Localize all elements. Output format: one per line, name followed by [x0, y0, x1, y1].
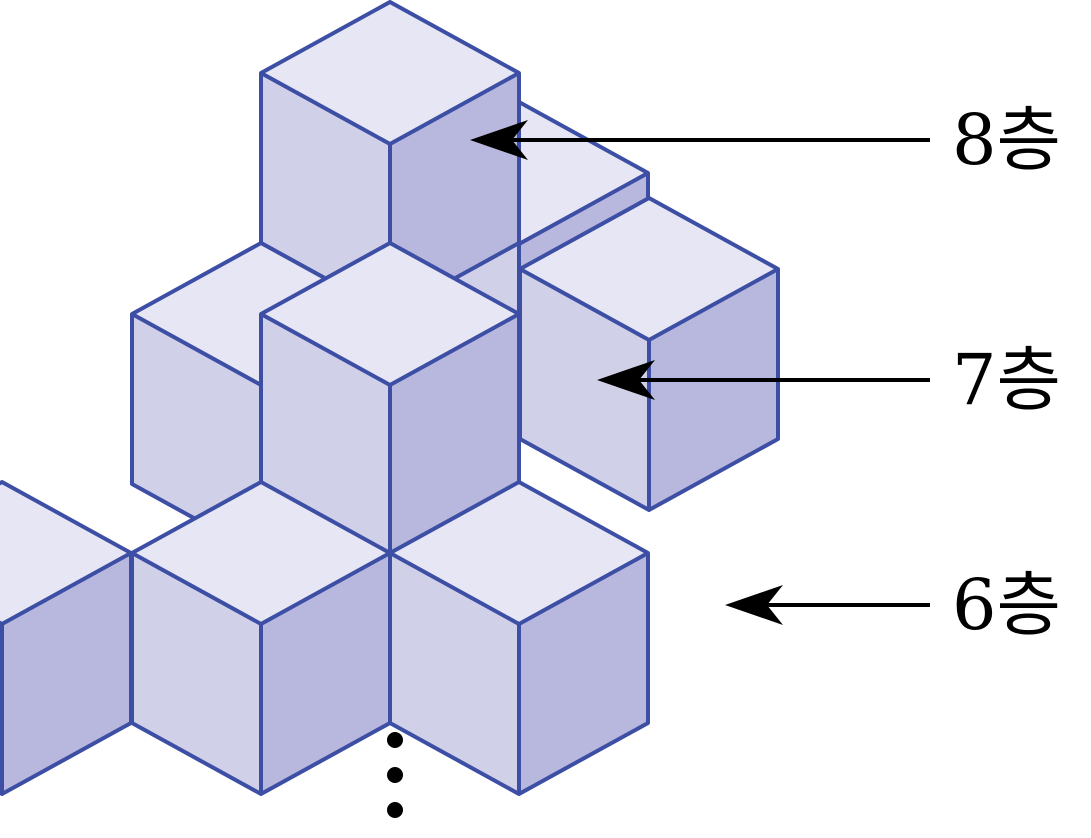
layer-label-6: 6층 — [952, 564, 1061, 646]
arrow-head — [597, 360, 655, 400]
layer-label-8: 8층 — [952, 99, 1061, 181]
dot — [387, 732, 403, 748]
cube — [388, 480, 650, 796]
layer-annotation-6: 6층 — [725, 564, 1061, 646]
dot — [387, 802, 403, 818]
cube-right-face — [261, 553, 390, 794]
arrow-head — [725, 585, 783, 625]
cube-right-face — [2, 553, 131, 794]
dot — [387, 767, 403, 783]
cube-stack — [0, 0, 780, 796]
cube-right-face — [649, 269, 778, 510]
cube-top-face — [0, 482, 131, 624]
cube-left-face — [132, 314, 261, 555]
cube-right-face — [390, 73, 519, 314]
cube-right-face — [390, 314, 519, 555]
cube — [130, 480, 392, 796]
cube-right-face — [519, 553, 648, 794]
cube-left-face — [261, 314, 390, 555]
cube-left-face — [132, 553, 261, 794]
arrow-head — [470, 120, 528, 160]
cube-left-face — [520, 269, 649, 510]
cube — [518, 196, 780, 512]
cube-left-face — [261, 73, 390, 314]
cube — [0, 480, 133, 796]
continuation-dots — [387, 732, 403, 818]
layer-annotation-8: 8층 — [470, 99, 1061, 181]
cube-left-face — [390, 553, 519, 794]
cube — [259, 0, 521, 316]
layer-label-7: 7층 — [952, 339, 1061, 421]
layer-annotation-7: 7층 — [597, 339, 1061, 421]
cube — [259, 241, 521, 557]
